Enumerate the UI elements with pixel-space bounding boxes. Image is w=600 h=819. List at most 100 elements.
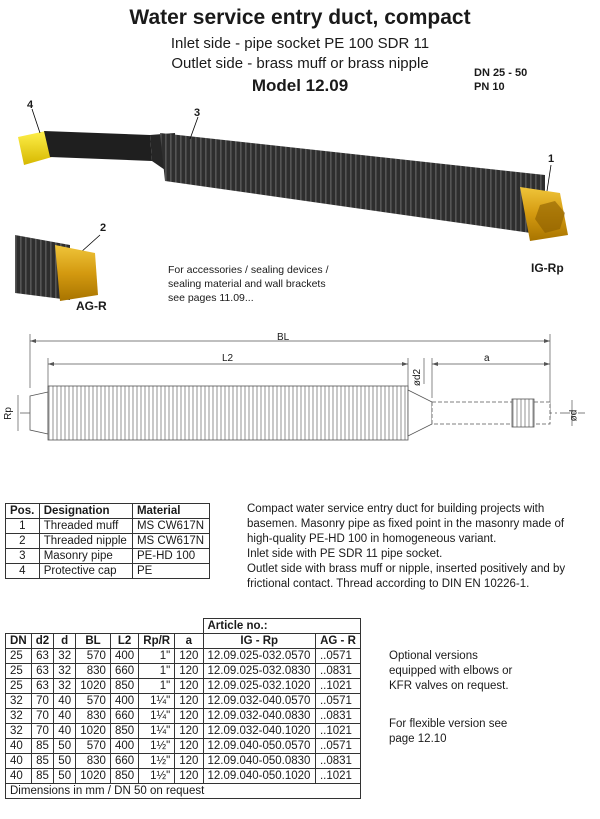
cell: 120: [174, 693, 204, 709]
dim-a: a: [484, 353, 490, 364]
cell: 1¼": [138, 723, 176, 739]
cell: 12.09.025-032.1020: [202, 678, 316, 694]
cell: 570: [75, 738, 111, 754]
group-header-row: Article no.:: [5, 618, 361, 634]
cell: 12.09.032-040.1020: [202, 723, 316, 739]
note-line: sealing material and wall brackets: [168, 278, 326, 290]
description-line: Outlet side with brass muff or nipple, i…: [247, 563, 566, 575]
cell: 25: [5, 663, 32, 679]
cell: 1": [138, 663, 176, 679]
cell: 50: [53, 738, 77, 754]
note-line: see pages 11.09...: [168, 292, 254, 304]
cell: Threaded nipple: [38, 533, 133, 549]
cell: 1020: [75, 678, 111, 694]
drawing-ribbed-body: [47, 385, 409, 441]
cell: 120: [174, 678, 204, 694]
cell: Threaded muff: [38, 518, 133, 534]
cell: 120: [174, 753, 204, 769]
flexible-version-note: For flexible version see page 12.10: [389, 717, 507, 747]
cell: 32: [5, 693, 32, 709]
table-row: 4 Protective cap PE: [5, 563, 211, 579]
cell: ..1021: [314, 678, 362, 694]
description-line: Inlet side with PE SDR 11 pipe socket.: [247, 548, 443, 560]
cell: 120: [174, 723, 204, 739]
cell: 12.09.025-032.0570: [202, 648, 316, 664]
technical-drawing: [17, 334, 585, 441]
cell: 70: [30, 693, 55, 709]
cell: 63: [30, 648, 55, 664]
col-header: IG - Rp: [202, 633, 316, 649]
cell: 1020: [75, 768, 111, 784]
cell: 12.09.040-050.0830: [202, 753, 316, 769]
pipe-socket: [44, 131, 152, 161]
col-header: Rp/R: [138, 633, 176, 649]
cell: 63: [30, 678, 55, 694]
cell: 32: [53, 663, 77, 679]
page-title: Water service entry duct, compact: [129, 6, 471, 29]
col-header: L2: [109, 633, 140, 649]
cell: 12.09.040-050.0570: [202, 738, 316, 754]
callout-1: 1: [548, 153, 555, 165]
cell: 830: [75, 708, 111, 724]
cell: 120: [174, 663, 204, 679]
cell: 70: [30, 708, 55, 724]
cell: 12.09.032-040.0830: [202, 708, 316, 724]
cell: 850: [109, 678, 140, 694]
ig-rp-label: IG-Rp: [531, 261, 564, 275]
cell: 40: [5, 753, 32, 769]
note-line: For flexible version see: [389, 718, 508, 730]
cell: 4: [5, 563, 40, 579]
cell: MS CW617N: [131, 533, 211, 549]
table-row: 2 Threaded nipple MS CW617N: [5, 533, 211, 549]
blank-header: [5, 618, 204, 634]
dim-rp: Rp: [2, 407, 14, 420]
cell: ..1021: [314, 768, 362, 784]
cell: ..0571: [314, 738, 362, 754]
cell: Protective cap: [38, 563, 133, 579]
description-line: basemen. Masonry pipe as fixed point in …: [247, 518, 565, 530]
cell: PE-HD 100: [131, 548, 211, 564]
cell: 40: [53, 693, 77, 709]
cell: 40: [5, 738, 32, 754]
cell: 1": [138, 678, 176, 694]
cell: 85: [30, 738, 55, 754]
cell: 830: [75, 753, 111, 769]
col-header: DN: [5, 633, 32, 649]
cell: 1½": [138, 738, 176, 754]
note-line: equipped with elbows or: [389, 665, 513, 677]
brass-nipple: [55, 245, 98, 301]
dim-l2: L2: [222, 353, 234, 364]
dim-d: ød: [568, 409, 580, 422]
cell: 400: [109, 738, 140, 754]
ag-r-label: AG-R: [76, 299, 107, 313]
dimensions-note: Dimensions in mm / DN 50 on request: [5, 783, 361, 799]
cell: 120: [174, 738, 204, 754]
cell: 660: [109, 753, 140, 769]
cell: Masonry pipe: [38, 548, 133, 564]
cell: 120: [174, 708, 204, 724]
col-header: d: [53, 633, 77, 649]
cell: 85: [30, 753, 55, 769]
ribbed-masonry-pipe: [160, 133, 545, 235]
dim-bl: BL: [277, 332, 290, 343]
model-number: Model 12.09: [251, 76, 349, 95]
table-footer-row: Dimensions in mm / DN 50 on request: [5, 783, 361, 799]
subtitle-outlet: Outlet side - brass muff or brass nipple: [171, 55, 429, 72]
note-line: page 12.10: [389, 733, 447, 745]
cell: 12.09.032-040.0570: [202, 693, 316, 709]
cell: 850: [109, 768, 140, 784]
cell: 50: [53, 753, 77, 769]
cell: 400: [109, 693, 140, 709]
cell: 1020: [75, 723, 111, 739]
cell: 32: [53, 648, 77, 664]
dn-range: DN 25 - 50: [474, 67, 528, 79]
table-row: 3 Masonry pipe PE-HD 100: [5, 548, 211, 564]
dim-d2: ød2: [412, 368, 424, 387]
